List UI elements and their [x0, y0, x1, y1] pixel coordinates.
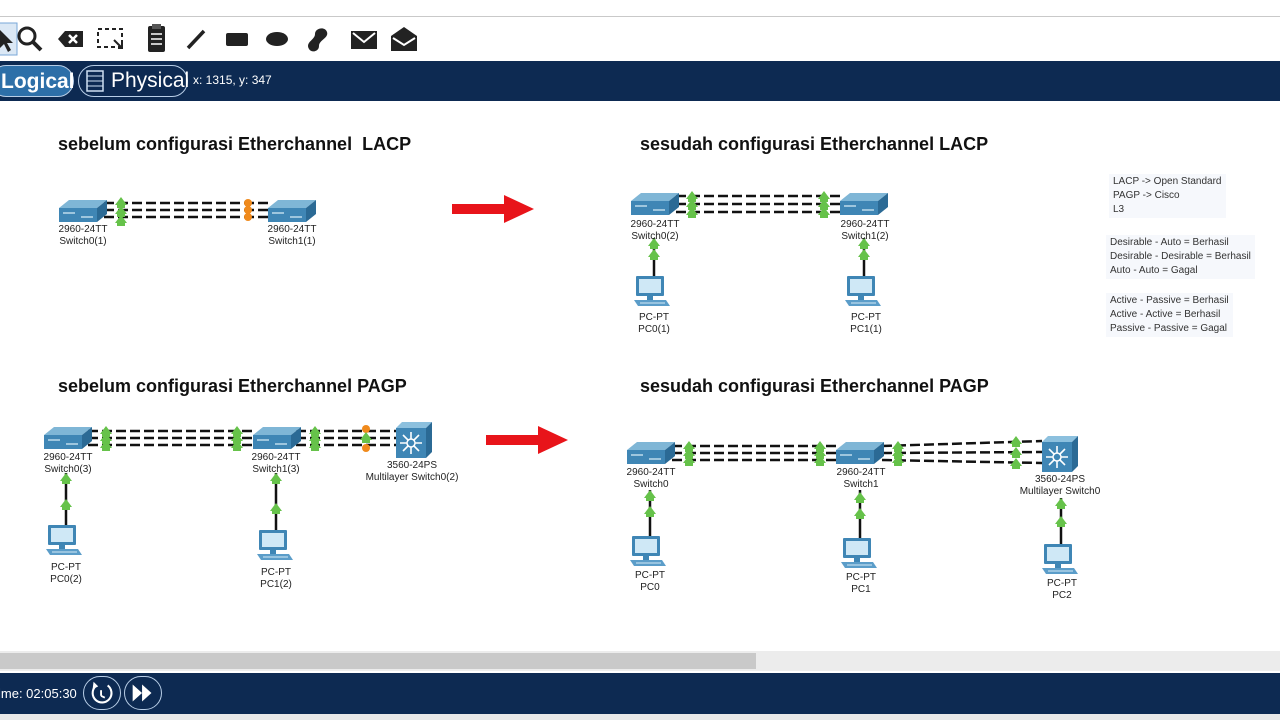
red-arrow — [486, 426, 568, 454]
pc-icon[interactable] — [45, 524, 83, 556]
switch-icon[interactable] — [839, 192, 889, 216]
resize-icon[interactable] — [94, 22, 126, 56]
section-title: sesudah configurasi Etherchannel LACP — [640, 134, 989, 154]
section-title: sesudah configurasi Etherchannel PAGP — [640, 376, 989, 396]
drawing-toolbar — [0, 17, 1280, 61]
logical-mode-button[interactable]: Logical — [0, 65, 75, 97]
pc-icon[interactable] — [633, 275, 671, 307]
link-up-indicator — [858, 249, 870, 260]
section-title: sebelum configurasi Etherchannel LACP — [58, 134, 412, 154]
power-cycle-button[interactable] — [83, 676, 121, 710]
link-blocked-indicator — [362, 425, 370, 433]
link-blocked-indicator — [244, 199, 252, 207]
switch-icon[interactable] — [630, 192, 680, 216]
link-blocked-indicator — [244, 213, 252, 221]
pc-icon[interactable] — [844, 275, 882, 307]
etherchannel-links — [676, 194, 842, 214]
multilayer-switch-icon[interactable] — [395, 421, 433, 459]
line-icon[interactable] — [180, 22, 212, 56]
etherchannel-links — [88, 429, 398, 447]
ellipse-icon[interactable] — [261, 22, 293, 56]
multilayer-switch-icon[interactable] — [1041, 435, 1079, 473]
section-title: sebelum configurasi Etherchannel PAGP — [58, 376, 407, 396]
bottom-panel-strip — [0, 714, 1280, 720]
link-up-indicator — [1055, 498, 1067, 509]
link-blocked-indicator — [244, 206, 252, 214]
fast-forward-button[interactable] — [124, 676, 162, 710]
switch-icon[interactable] — [835, 441, 885, 465]
link-up-indicator — [854, 508, 866, 519]
link-up-indicator — [1055, 516, 1067, 527]
delete-icon[interactable] — [54, 22, 86, 56]
workspace-mode-bar — [0, 61, 1280, 101]
switch-icon[interactable] — [252, 426, 302, 450]
freeform-icon[interactable] — [301, 22, 333, 56]
switch-icon[interactable] — [626, 441, 676, 465]
simple-pdu-icon[interactable] — [348, 22, 380, 56]
link-up-indicator — [644, 490, 656, 501]
zoom-icon[interactable] — [14, 22, 46, 56]
note-icon[interactable] — [140, 22, 172, 56]
link-up-indicator — [60, 499, 72, 510]
switch-icon[interactable] — [58, 199, 108, 223]
complex-pdu-icon[interactable] — [388, 22, 420, 56]
pc-icon[interactable] — [1041, 543, 1079, 575]
rectangle-icon[interactable] — [221, 22, 253, 56]
select-icon[interactable] — [0, 22, 18, 56]
link-blocked-indicator — [362, 444, 370, 452]
simulation-time: ime: 02:05:30 — [0, 686, 77, 701]
pc-icon[interactable] — [840, 537, 878, 569]
pc-icon[interactable] — [256, 529, 294, 561]
top-menu-strip — [0, 0, 1280, 17]
realtime-bar — [0, 673, 1280, 715]
link-up-indicator — [854, 492, 866, 503]
link-up-indicator — [644, 506, 656, 517]
link-up-indicator — [648, 249, 660, 260]
switch-icon[interactable] — [43, 426, 93, 450]
red-arrow — [452, 195, 534, 223]
link-up-indicator — [270, 503, 282, 514]
scrollbar-thumb[interactable] — [0, 653, 756, 669]
pc-icon[interactable] — [629, 535, 667, 567]
rack-icon — [86, 70, 104, 92]
switch-icon[interactable] — [267, 199, 317, 223]
cursor-coordinates: x: 1315, y: 347 — [193, 73, 272, 87]
